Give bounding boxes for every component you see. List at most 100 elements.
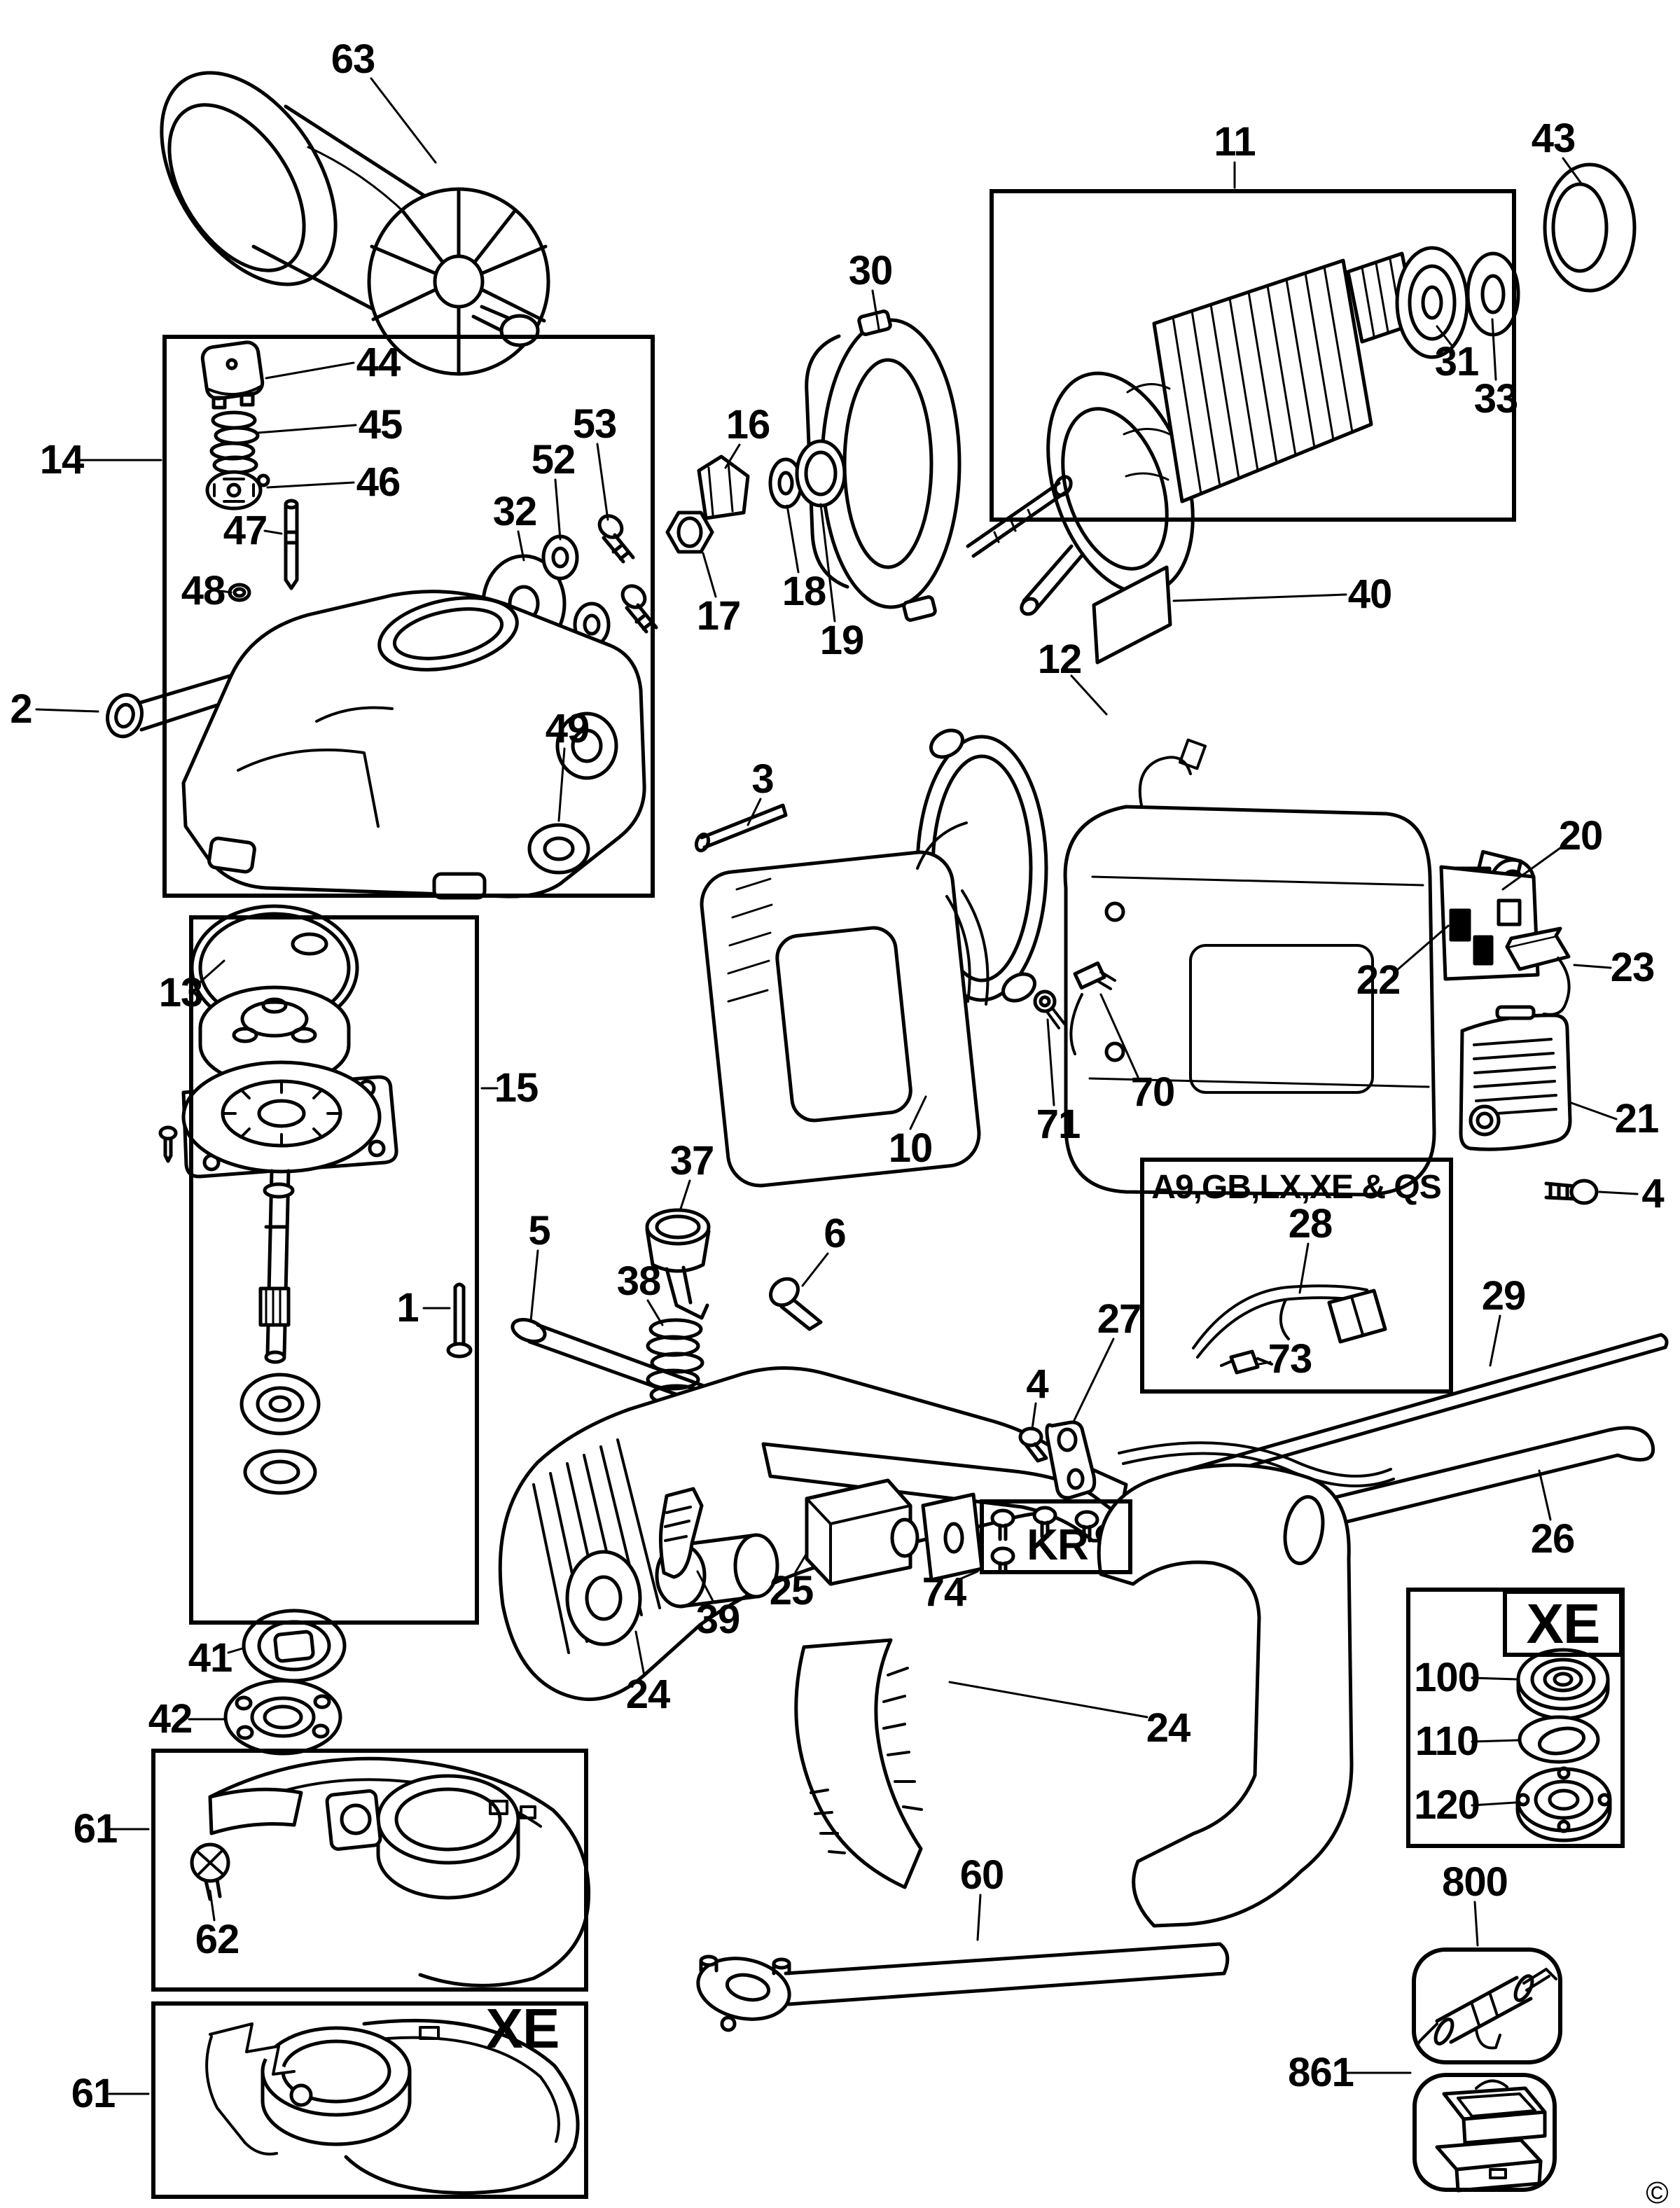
part-label-17-16: 17 [696,593,742,639]
leader-44-5 [265,361,355,380]
leader-18-17 [786,504,800,574]
variant-kr-title: KR [1027,1521,1089,1569]
leader-10-29 [909,1095,927,1130]
pin-3 [694,803,788,853]
leader-29-40 [1489,1314,1501,1367]
leader-30-3 [871,289,880,331]
part-label-29-40: 29 [1481,1273,1527,1319]
leader-16-13 [724,443,741,469]
leader-23-27 [1573,964,1612,969]
part-label-42-54: 42 [148,1696,193,1742]
small-screw-left [158,1125,178,1163]
screw-62 [190,1842,230,1901]
ring-43 [1543,162,1637,293]
lock-pin-47 [284,499,299,590]
part-label-16-13: 16 [726,402,771,447]
leader-25-46 [794,1552,808,1574]
terminal-71 [1033,990,1066,1029]
part-label-48-12: 48 [181,568,226,613]
leader-2-21 [35,708,99,713]
terminal-70 [1073,961,1116,990]
part-label-2-21: 2 [10,686,32,732]
spindle-shaft [966,475,1073,558]
leader-38-38 [646,1299,664,1326]
grommet-49 [527,823,590,875]
part-label-19-18: 19 [819,618,865,663]
part-label-26-44: 26 [1530,1516,1576,1562]
leader-41-53 [227,1647,244,1654]
leader-110-51 [1471,1739,1520,1743]
part-label-40-20: 40 [1347,571,1393,617]
leader-40-20 [1172,593,1347,602]
leader-24-49 [948,1681,1148,1719]
part-label-11-1: 11 [1214,119,1256,165]
leader-47-11 [263,529,283,535]
part-label-62-56: 62 [195,1917,240,1962]
part-label-28-35: 28 [1288,1201,1333,1247]
leader-37-34 [679,1179,691,1210]
leader-43-2 [1562,157,1583,185]
baffle-30 [805,310,962,622]
part-label-24-48: 24 [625,1672,671,1717]
part-label-15-28: 15 [494,1065,539,1111]
leader-120-52 [1471,1801,1517,1807]
spindle-bearing [239,1373,321,1436]
leader-21-32 [1570,1102,1618,1120]
leader-800-58 [1473,1901,1479,1947]
rear-handle-24-right [1097,1463,1354,1928]
part-label-10-29: 10 [888,1125,933,1171]
leader-49-24 [557,747,566,822]
part-label-46-7: 46 [356,459,401,505]
part-label-71-31: 71 [1036,1102,1081,1147]
part-label-800-58: 800 [1442,1859,1508,1905]
leader-60-57 [976,1894,982,1941]
leader-6-37 [801,1252,829,1287]
motor-housing-12 [915,728,1436,1197]
part-label-30-3: 30 [848,248,894,293]
nut-17 [665,511,714,554]
part-label-100-50: 100 [1414,1655,1480,1700]
part-label-41-53: 41 [188,1635,233,1681]
flange-42 [223,1679,342,1756]
part-label-12-19: 12 [1037,637,1083,682]
screw-53 [597,514,658,634]
clamp-ring-19 [795,439,847,508]
part-label-74-45: 74 [922,1569,967,1615]
pin-1 [446,1282,473,1359]
armature-box [990,189,1516,522]
leader-46-7 [266,481,355,489]
leader-4-43 [1031,1402,1037,1430]
guard-box [151,1749,588,1992]
leader-27-39 [1073,1338,1115,1422]
bearing-41 [242,1609,347,1683]
screw-6 [769,1277,823,1331]
part-label-32-10: 32 [492,489,538,534]
part-label-20-23: 20 [1558,813,1604,859]
leader-39-47 [696,1570,714,1602]
side-handle-63 [160,71,550,376]
kr-screws-74 [990,1506,1099,1574]
variant-a9-box [1140,1158,1453,1394]
part-label-49-24: 49 [545,706,590,751]
part-label-6-37: 6 [824,1211,846,1256]
switch-cap-44 [200,340,265,410]
spindle-box [189,915,479,1625]
leader-31-14 [1436,325,1452,346]
leader-28-35 [1298,1242,1310,1294]
kr-box [980,1499,1132,1574]
part-label-18-17: 18 [782,569,827,614]
part-label-4-33: 4 [1641,1171,1664,1216]
part-label-23-27: 23 [1610,945,1655,990]
leader-71-31 [1046,1018,1055,1106]
part-label-27-39: 27 [1097,1296,1142,1342]
guard-xe-box [151,2001,588,2199]
part-label-13-25: 13 [158,970,204,1015]
locknut-120 [1515,1766,1612,1842]
part-label-120-52: 120 [1414,1782,1480,1828]
switch-25 [805,1478,984,1586]
part-label-47-11: 47 [223,508,268,553]
screw-4-mid [1018,1426,1048,1463]
washer-52 [541,534,611,648]
part-label-3-22: 3 [751,756,774,802]
